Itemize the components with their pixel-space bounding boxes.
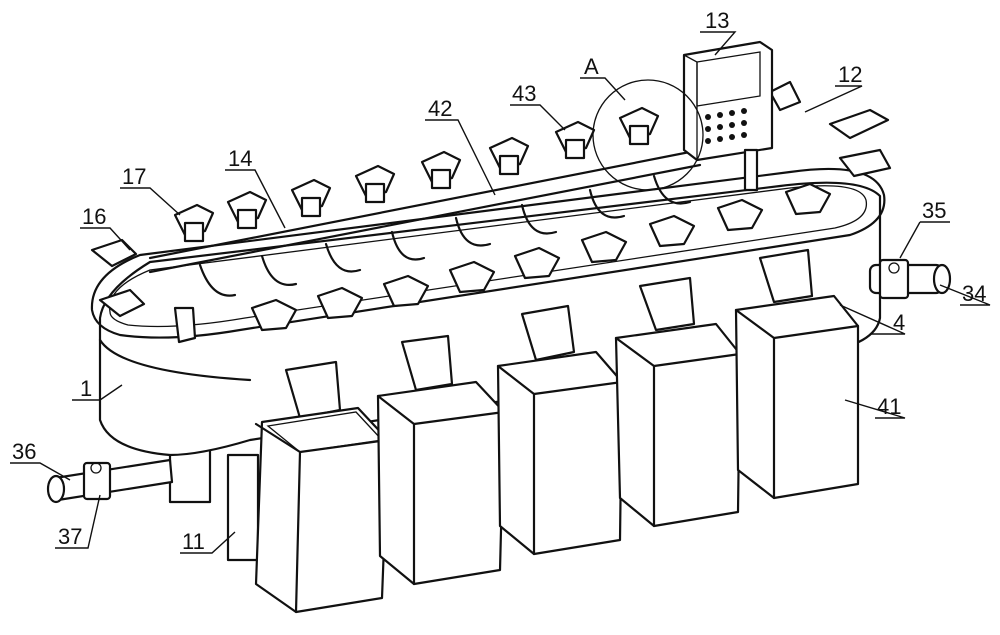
label-42: 42	[428, 96, 452, 121]
label-4: 4	[893, 310, 905, 335]
bin	[614, 276, 742, 528]
inlet-pipe-left	[46, 458, 174, 504]
label-36: 36	[12, 439, 36, 464]
label-35: 35	[922, 198, 946, 223]
label-41: 41	[877, 394, 901, 419]
callout-labels: 13 A 12 43 42 17 14 16 35 34 4 41 1 36 3…	[12, 8, 986, 554]
label-13: 13	[705, 8, 729, 33]
label-43: 43	[512, 81, 536, 106]
clip-row-back	[173, 106, 692, 297]
label-16: 16	[82, 204, 106, 229]
keypad	[705, 108, 747, 144]
label-11: 11	[182, 529, 205, 554]
bin	[376, 334, 506, 586]
label-34: 34	[962, 281, 986, 306]
label-a: A	[584, 54, 599, 79]
outlet-pipe-right	[868, 258, 952, 300]
label-17: 17	[122, 164, 146, 189]
detail-circle-a	[592, 79, 704, 191]
label-1: 1	[80, 376, 92, 401]
label-14: 14	[228, 146, 252, 171]
bin	[734, 248, 860, 500]
control-panel	[682, 40, 774, 192]
bin	[496, 304, 624, 556]
clip-row-front	[90, 80, 892, 344]
label-12: 12	[838, 62, 862, 87]
collection-bins	[254, 248, 860, 614]
leader-lines	[10, 31, 991, 554]
label-37: 37	[58, 524, 82, 549]
